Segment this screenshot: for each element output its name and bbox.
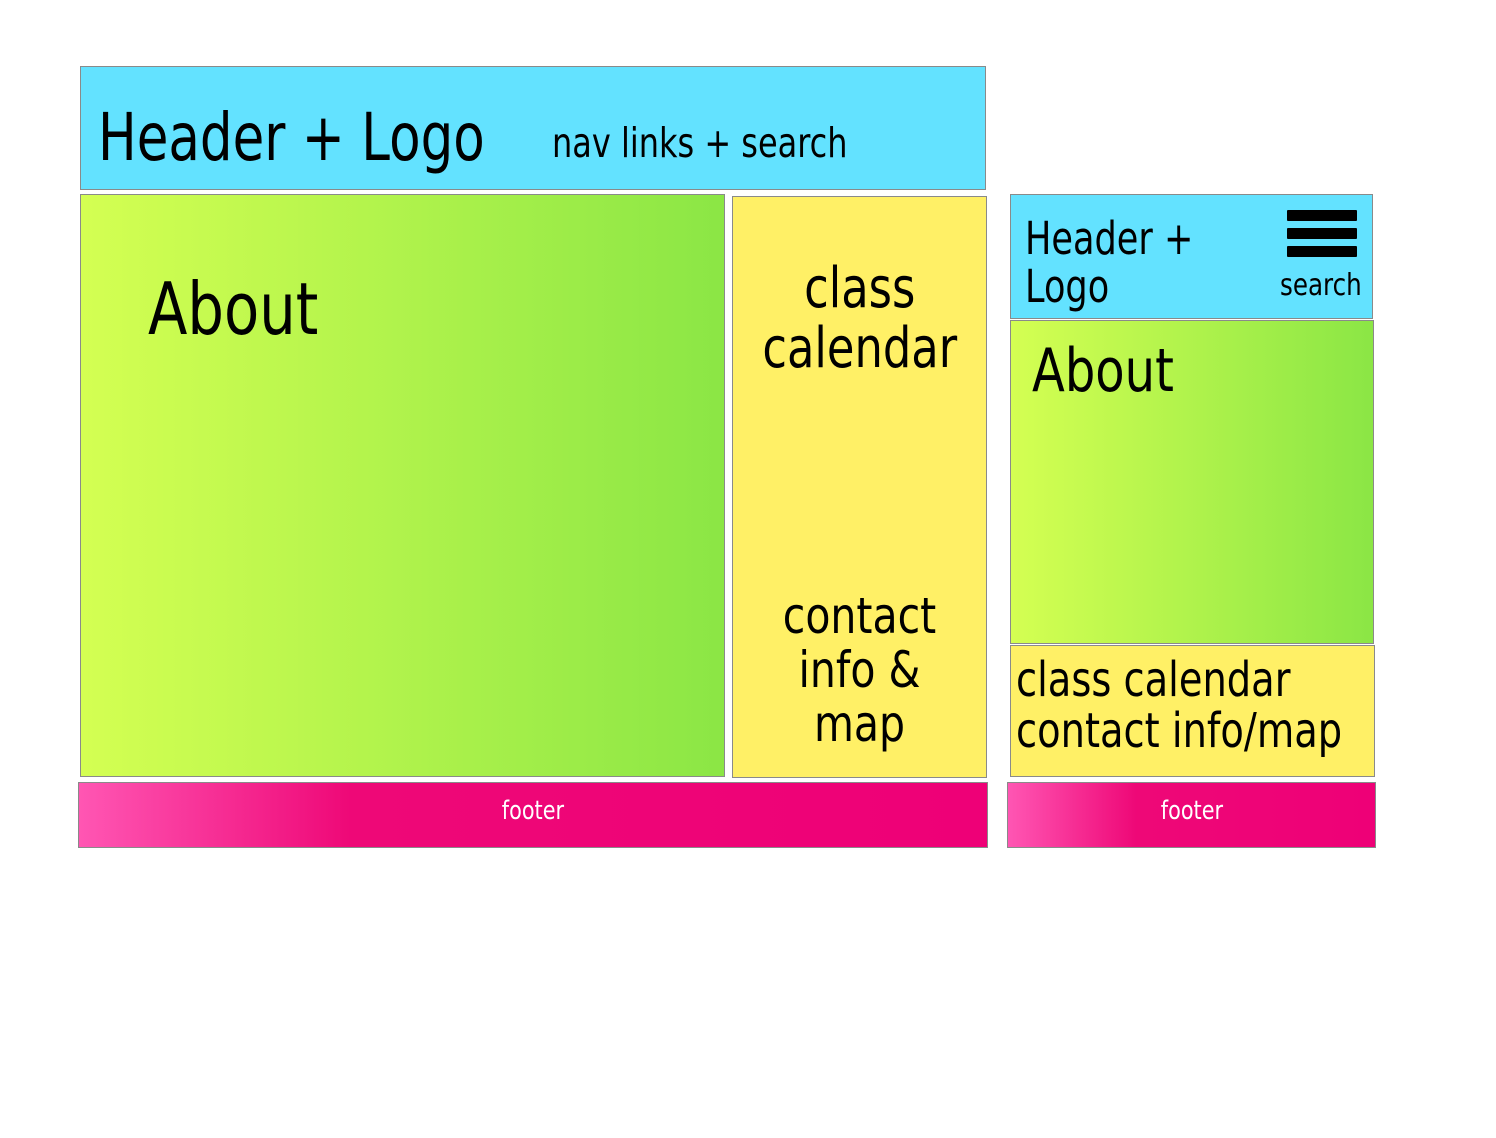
- mobile-class-calendar: class calendar: [1016, 656, 1359, 704]
- mobile-header-title: Header +Logo: [1025, 215, 1241, 310]
- mobile-about-title-text: About: [1032, 336, 1174, 406]
- mobile-contact-info-map: contact info/map: [1016, 703, 1374, 759]
- desktop-footer-label: footer: [79, 798, 987, 824]
- mobile-header-title-line2: Logo: [1025, 259, 1110, 313]
- desktop-header: Header + Logo nav links + search: [80, 66, 986, 190]
- hamburger-menu-bar: [1287, 228, 1357, 239]
- mobile-search-label-text: search: [1280, 268, 1362, 303]
- desktop-nav-links-search-text: nav links + search: [552, 119, 848, 167]
- hamburger-menu-bar: [1287, 210, 1357, 221]
- mobile-footer: footer: [1007, 782, 1376, 848]
- desktop-contact-line2: info & map: [798, 641, 921, 753]
- desktop-header-title-text: Header + Logo: [98, 99, 485, 176]
- mobile-class-calendar-text: class calendar: [1016, 652, 1291, 708]
- desktop-class-calendar-line2: calendar: [762, 316, 957, 382]
- desktop-contact-line1: contact: [782, 587, 937, 645]
- desktop-footer: footer: [78, 782, 988, 848]
- mobile-footer-label-text: footer: [1160, 796, 1223, 826]
- desktop-header-title: Header + Logo: [98, 105, 594, 171]
- desktop-footer-label-text: footer: [501, 796, 565, 826]
- hamburger-menu-bar: [1287, 246, 1357, 257]
- hamburger-menu-icon: [1287, 210, 1357, 257]
- desktop-about-title: About: [148, 273, 361, 345]
- mobile-sidebar: class calendar contact info/map: [1010, 645, 1375, 777]
- mobile-about-section: About: [1010, 320, 1374, 644]
- mobile-contact-info-map-text: contact info/map: [1016, 703, 1343, 759]
- mobile-header-title-text: Header +Logo: [1025, 215, 1193, 310]
- mobile-about-title: About: [1032, 341, 1209, 401]
- mobile-header-title-line1: Header +: [1025, 212, 1194, 265]
- mobile-footer-label: footer: [1008, 798, 1375, 824]
- desktop-class-calendar-line1: class: [803, 256, 916, 321]
- desktop-nav-links-search: nav links + search: [552, 123, 931, 164]
- desktop-about-title-text: About: [148, 267, 319, 351]
- mobile-search-label: search: [1280, 268, 1372, 303]
- desktop-about-section: About: [80, 194, 725, 777]
- mobile-header: Header +Logo search: [1010, 194, 1373, 319]
